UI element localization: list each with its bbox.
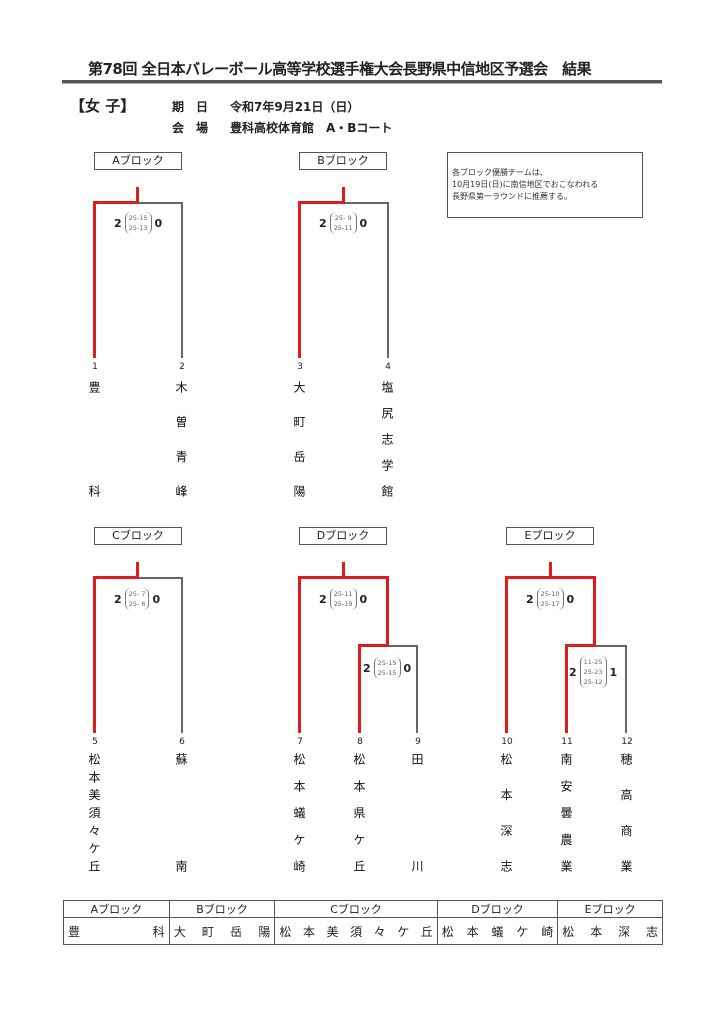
results-winner: 大町岳陽 xyxy=(168,917,276,945)
note-line: 各ブロック優勝チームは、 xyxy=(452,168,548,177)
date: 令和7年9月21日（日） xyxy=(230,100,360,114)
team-name: 穂高商業 xyxy=(619,753,633,896)
results-header: Cブロック xyxy=(274,900,438,918)
bracket-line xyxy=(387,202,389,358)
bracket-line xyxy=(298,576,301,733)
bracket-line xyxy=(358,644,389,647)
team-name: 塩尻志学館 xyxy=(380,381,394,511)
results-header: Dブロック xyxy=(436,900,559,918)
block-b-label: Bブロック xyxy=(299,152,387,170)
bracket-line xyxy=(596,645,627,647)
block-d-label: Dブロック xyxy=(299,527,387,545)
bracket-line xyxy=(565,644,568,733)
bracket-line xyxy=(342,562,345,578)
bracket-line xyxy=(505,576,596,579)
bracket-line xyxy=(93,201,96,358)
block-a-label: Aブロック xyxy=(94,152,182,170)
team-number: 4 xyxy=(385,362,391,372)
bracket-line xyxy=(386,576,389,646)
bracket-line xyxy=(298,576,389,579)
team-number: 6 xyxy=(179,737,185,747)
bracket-line xyxy=(342,187,345,203)
team-number: 5 xyxy=(92,737,98,747)
team-number: 1 xyxy=(92,362,98,372)
team-number: 8 xyxy=(357,737,363,747)
bracket-line xyxy=(93,201,139,204)
team-number: 7 xyxy=(297,737,303,747)
team-number: 2 xyxy=(179,362,185,372)
team-name: 松本深志 xyxy=(499,753,513,896)
note-box: 各ブロック優勝チームは、 10月19日(日)に南信地区でおこなわれる 長野県第一… xyxy=(447,152,643,218)
bracket-line xyxy=(549,562,552,578)
bracket-line xyxy=(298,201,345,204)
bracket-line xyxy=(358,644,361,733)
team-number: 9 xyxy=(415,737,421,747)
bracket-line xyxy=(139,202,183,204)
results-winner: 松本深志 xyxy=(557,917,663,945)
venue-label: 会 場 xyxy=(172,121,209,135)
bracket-line xyxy=(389,645,418,647)
results-winner: 豊科 xyxy=(63,917,170,945)
bracket-line xyxy=(93,576,139,579)
team-name: 松本蟻ケ崎 xyxy=(292,753,306,887)
team-name: 南安曇農業 xyxy=(559,753,573,887)
team-name: 松本美須々ケ丘 xyxy=(87,753,101,878)
block-e-label: Eブロック xyxy=(506,527,594,545)
team-name: 大町岳陽 xyxy=(292,381,306,520)
team-name: 松本県ケ丘 xyxy=(352,753,366,887)
bracket-line xyxy=(181,577,183,733)
date-label: 期 日 xyxy=(172,100,209,114)
results-header: Eブロック xyxy=(557,900,663,918)
team-name: 木曽青峰 xyxy=(174,381,188,520)
title-rule xyxy=(62,80,662,84)
bracket-line xyxy=(593,576,596,646)
bracket-line xyxy=(136,562,139,578)
bracket-line xyxy=(505,576,508,733)
bracket-line xyxy=(181,202,183,358)
results-winner: 松本美須々ケ丘 xyxy=(274,917,438,945)
results-winner: 松本蟻ケ崎 xyxy=(436,917,559,945)
category: 【女 子】 xyxy=(70,97,136,115)
note-line: 10月19日(日)に南信地区でおこなわれる xyxy=(452,180,599,189)
page-title: 第78回 全日本バレーボール高等学校選手権大会長野県中信地区予選会 結果 xyxy=(88,60,592,78)
team-number: 12 xyxy=(621,737,633,747)
team-number: 3 xyxy=(297,362,303,372)
results-table: Aブロック Bブロック Cブロック Dブロック Eブロック 豊科 大町岳陽 松本… xyxy=(63,900,663,945)
results-header: Bブロック xyxy=(168,900,276,918)
block-c-label: Cブロック xyxy=(94,527,182,545)
results-header: Aブロック xyxy=(63,900,170,918)
team-name: 豊科 xyxy=(87,381,101,589)
bracket-line xyxy=(93,576,96,733)
bracket-line xyxy=(345,202,388,204)
team-number: 11 xyxy=(561,737,573,747)
team-number: 10 xyxy=(501,737,513,747)
bracket-line xyxy=(416,645,418,733)
bracket-line xyxy=(625,645,627,733)
note-line: 長野県第一ラウンドに推薦する。 xyxy=(452,192,572,201)
bracket-line xyxy=(565,644,596,647)
bracket-line xyxy=(298,201,301,358)
venue: 豊科高校体育館 A・Bコート xyxy=(230,121,393,135)
bracket-line xyxy=(136,187,139,203)
bracket-line xyxy=(139,577,183,579)
